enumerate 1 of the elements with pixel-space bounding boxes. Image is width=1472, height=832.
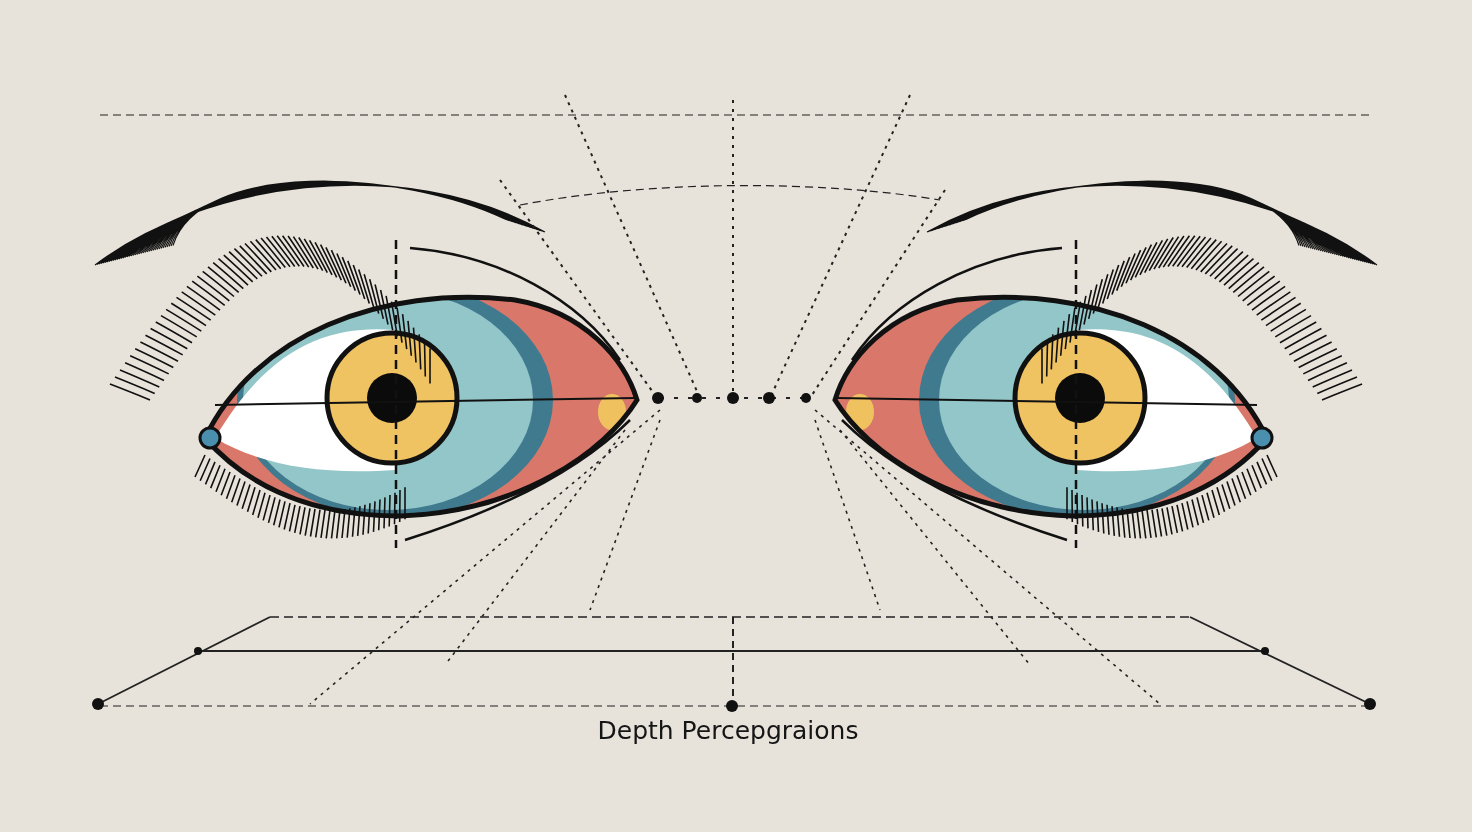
caption: Depth Percepgraions	[597, 716, 859, 745]
